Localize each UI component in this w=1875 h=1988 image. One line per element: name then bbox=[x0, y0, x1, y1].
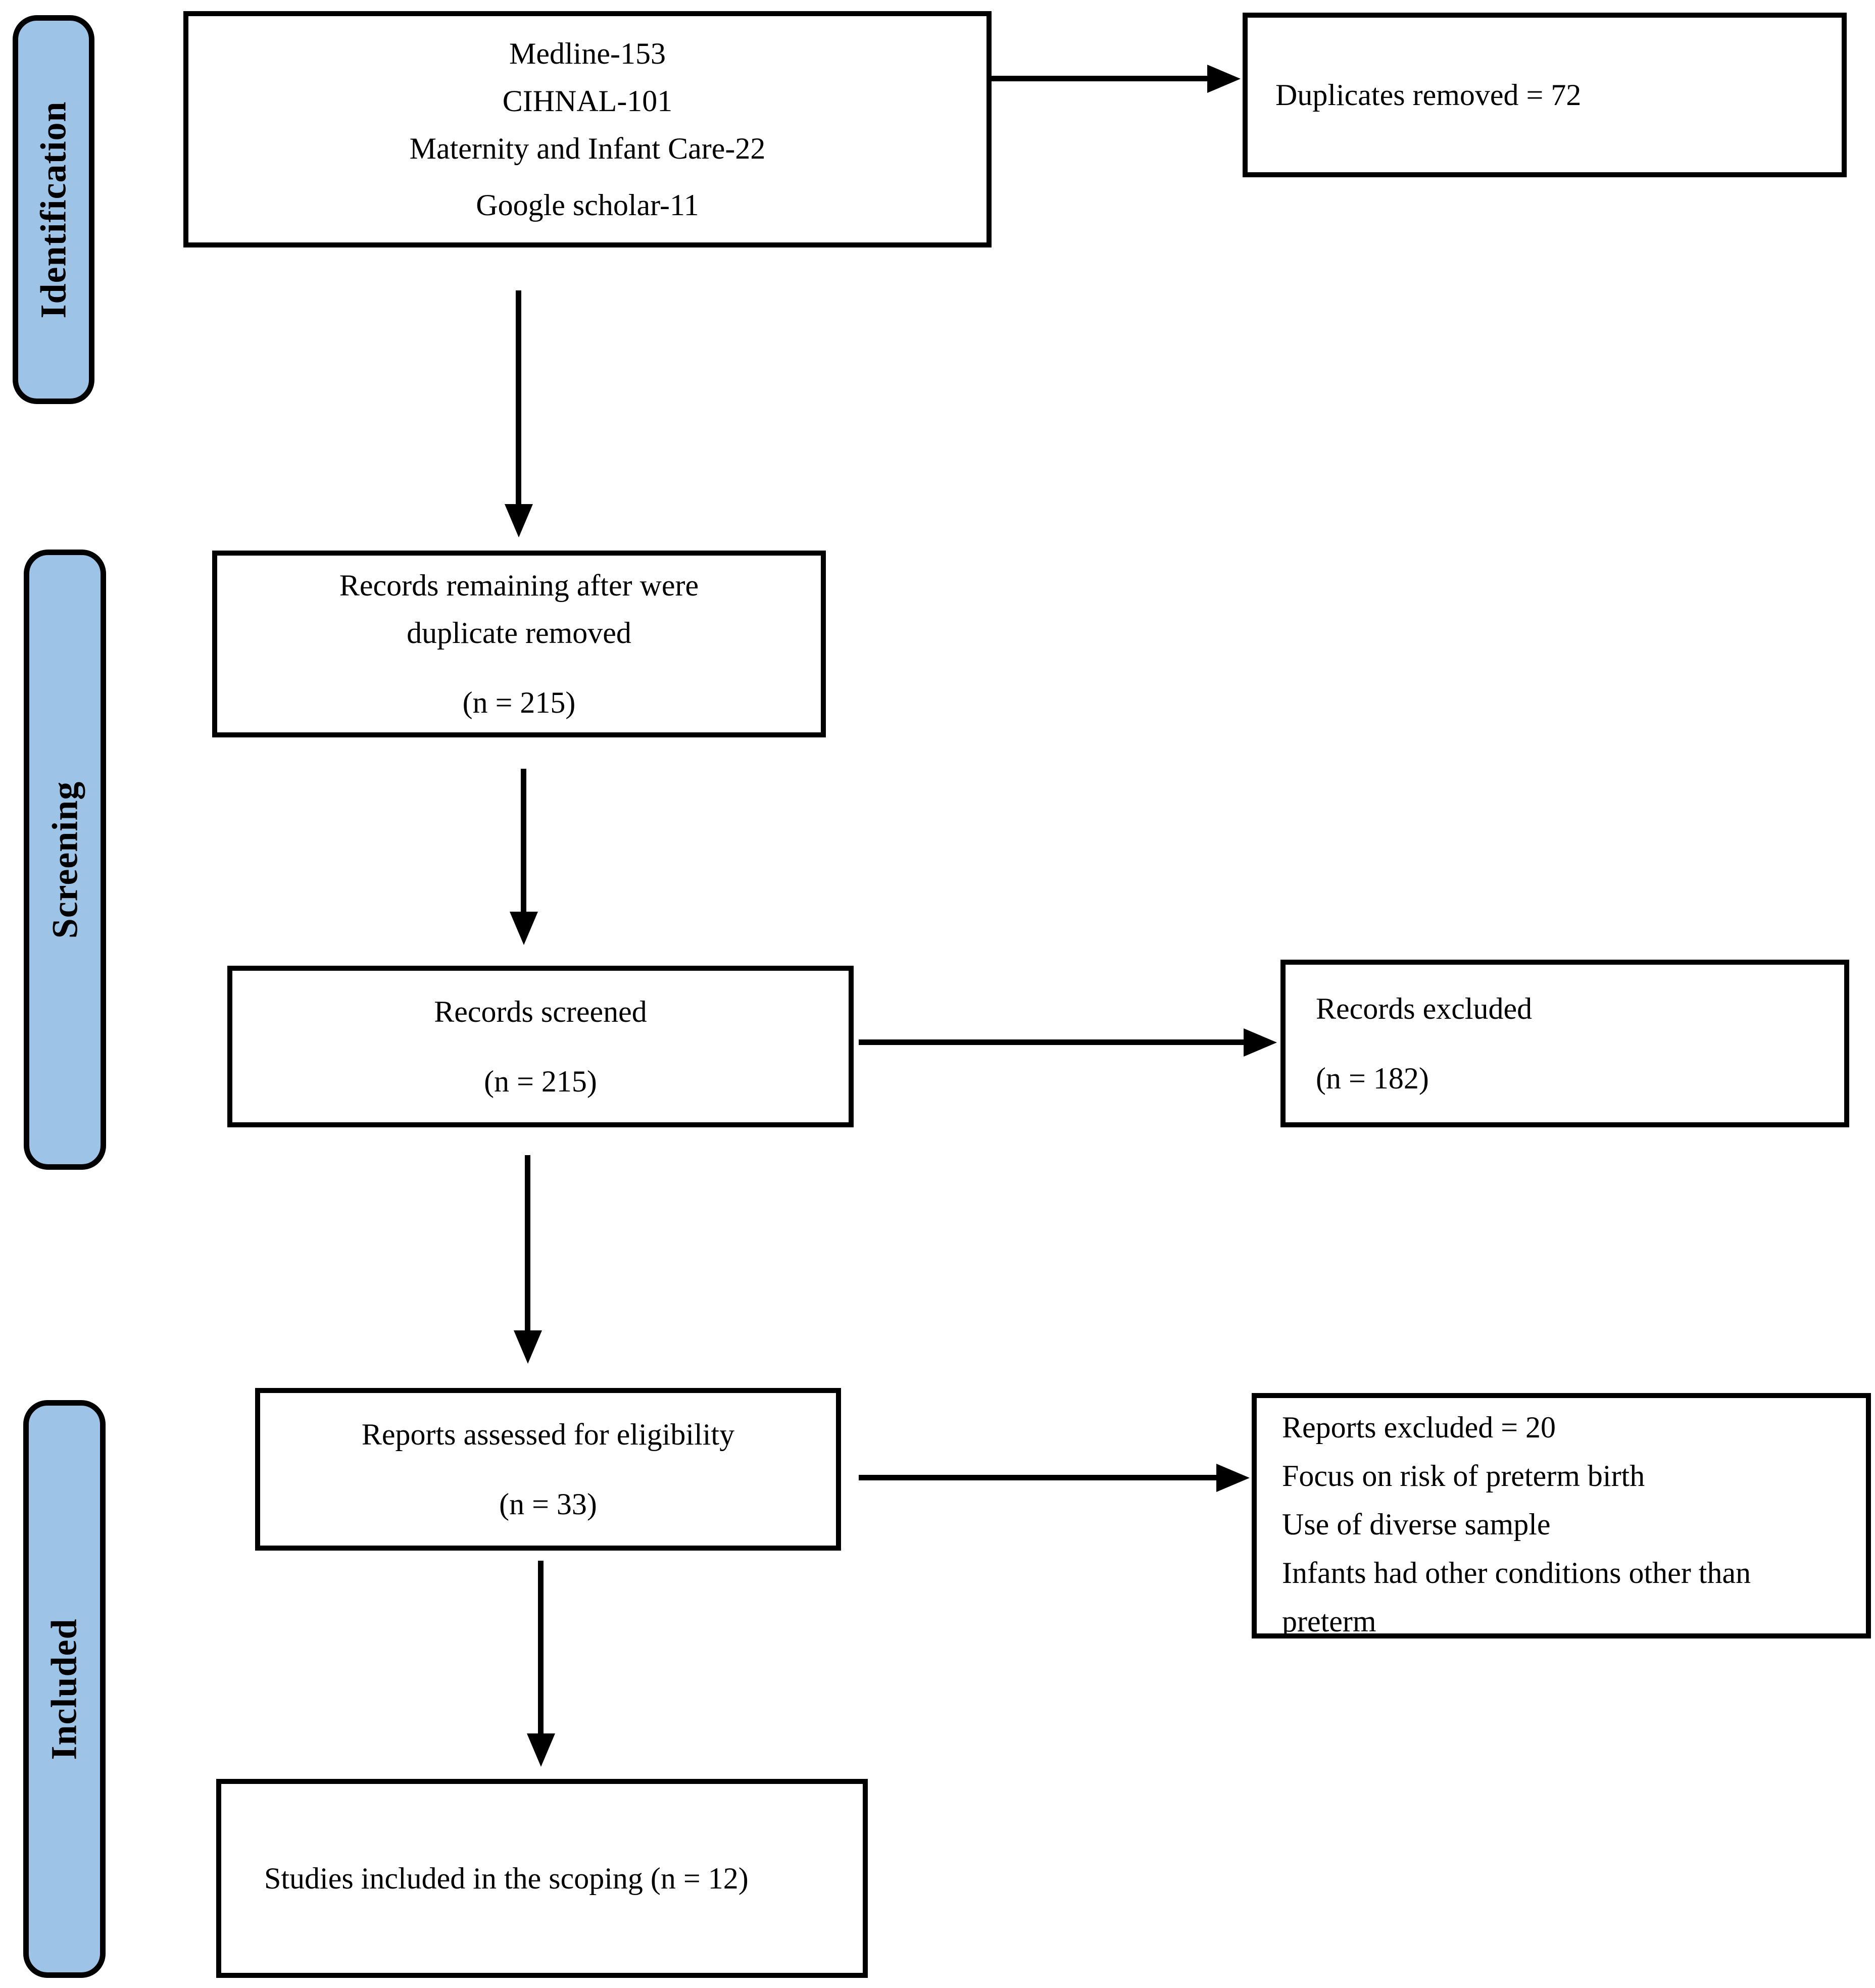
arrowhead-assessed-to-included bbox=[527, 1733, 555, 1767]
records-remaining-line1: Records remaining after were bbox=[339, 569, 699, 602]
stage-label-screening: Screening bbox=[44, 781, 85, 938]
records-remaining-count: (n = 215) bbox=[462, 686, 576, 719]
arrow-sources-to-duplicates bbox=[988, 76, 1209, 81]
records-remaining-line2: duplicate removed bbox=[407, 616, 631, 650]
arrowhead-remaining-to-screened bbox=[510, 912, 538, 945]
records-excluded-count: (n = 182) bbox=[1316, 1062, 1429, 1095]
reports-excluded-line2: Focus on risk of preterm birth bbox=[1282, 1459, 1645, 1493]
box-records-remaining: Records remaining after were duplicate r… bbox=[212, 551, 826, 737]
stage-box-identification: Identification bbox=[13, 15, 94, 404]
box-studies-included: Studies included in the scoping (n = 12) bbox=[216, 1779, 868, 1978]
stage-box-screening: Screening bbox=[24, 550, 106, 1170]
reports-assessed-count: (n = 33) bbox=[499, 1487, 597, 1521]
records-excluded-title: Records excluded bbox=[1316, 992, 1533, 1025]
box-reports-assessed: Reports assessed for eligibility (n = 33… bbox=[255, 1388, 841, 1551]
box-records-screened: Records screened (n = 215) bbox=[227, 966, 854, 1127]
arrowhead-sources-to-remaining bbox=[505, 504, 533, 537]
source-line-google: Google scholar-11 bbox=[476, 188, 699, 222]
records-screened-count: (n = 215) bbox=[484, 1065, 597, 1098]
arrowhead-screened-to-assessed bbox=[514, 1330, 542, 1364]
arrowhead-sources-to-duplicates bbox=[1207, 65, 1241, 93]
source-line-maternity: Maternity and Infant Care-22 bbox=[409, 132, 766, 165]
arrowhead-screened-to-excluded bbox=[1244, 1028, 1277, 1057]
arrow-assessed-to-excluded bbox=[859, 1475, 1218, 1480]
source-line-cihnal: CIHNAL-101 bbox=[502, 84, 673, 118]
reports-excluded-line3: Use of diverse sample bbox=[1282, 1508, 1551, 1541]
arrow-screened-to-assessed bbox=[525, 1155, 530, 1333]
stage-box-included: Included bbox=[23, 1400, 106, 1978]
arrow-screened-to-excluded bbox=[859, 1039, 1246, 1045]
box-records-excluded: Records excluded (n = 182) bbox=[1280, 960, 1849, 1127]
duplicates-removed-text: Duplicates removed = 72 bbox=[1275, 78, 1582, 112]
box-duplicates-removed: Duplicates removed = 72 bbox=[1243, 13, 1847, 177]
box-reports-excluded: Reports excluded = 20 Focus on risk of p… bbox=[1252, 1393, 1871, 1638]
reports-assessed-title: Reports assessed for eligibility bbox=[361, 1418, 735, 1451]
reports-excluded-line4: Infants had other conditions other than … bbox=[1282, 1556, 1751, 1638]
arrowhead-assessed-to-excluded bbox=[1216, 1464, 1250, 1492]
reports-excluded-line1: Reports excluded = 20 bbox=[1282, 1411, 1556, 1444]
stage-label-identification: Identification bbox=[33, 101, 74, 319]
studies-included-text: Studies included in the scoping (n = 12) bbox=[264, 1862, 749, 1895]
records-screened-title: Records screened bbox=[434, 995, 647, 1028]
arrow-remaining-to-screened bbox=[521, 769, 526, 914]
arrow-sources-to-remaining bbox=[516, 290, 521, 507]
arrow-assessed-to-included bbox=[538, 1561, 544, 1736]
source-line-medline: Medline-153 bbox=[509, 37, 666, 70]
stage-label-included: Included bbox=[44, 1618, 85, 1760]
box-database-sources: Medline-153 CIHNAL-101 Maternity and Inf… bbox=[183, 11, 992, 247]
